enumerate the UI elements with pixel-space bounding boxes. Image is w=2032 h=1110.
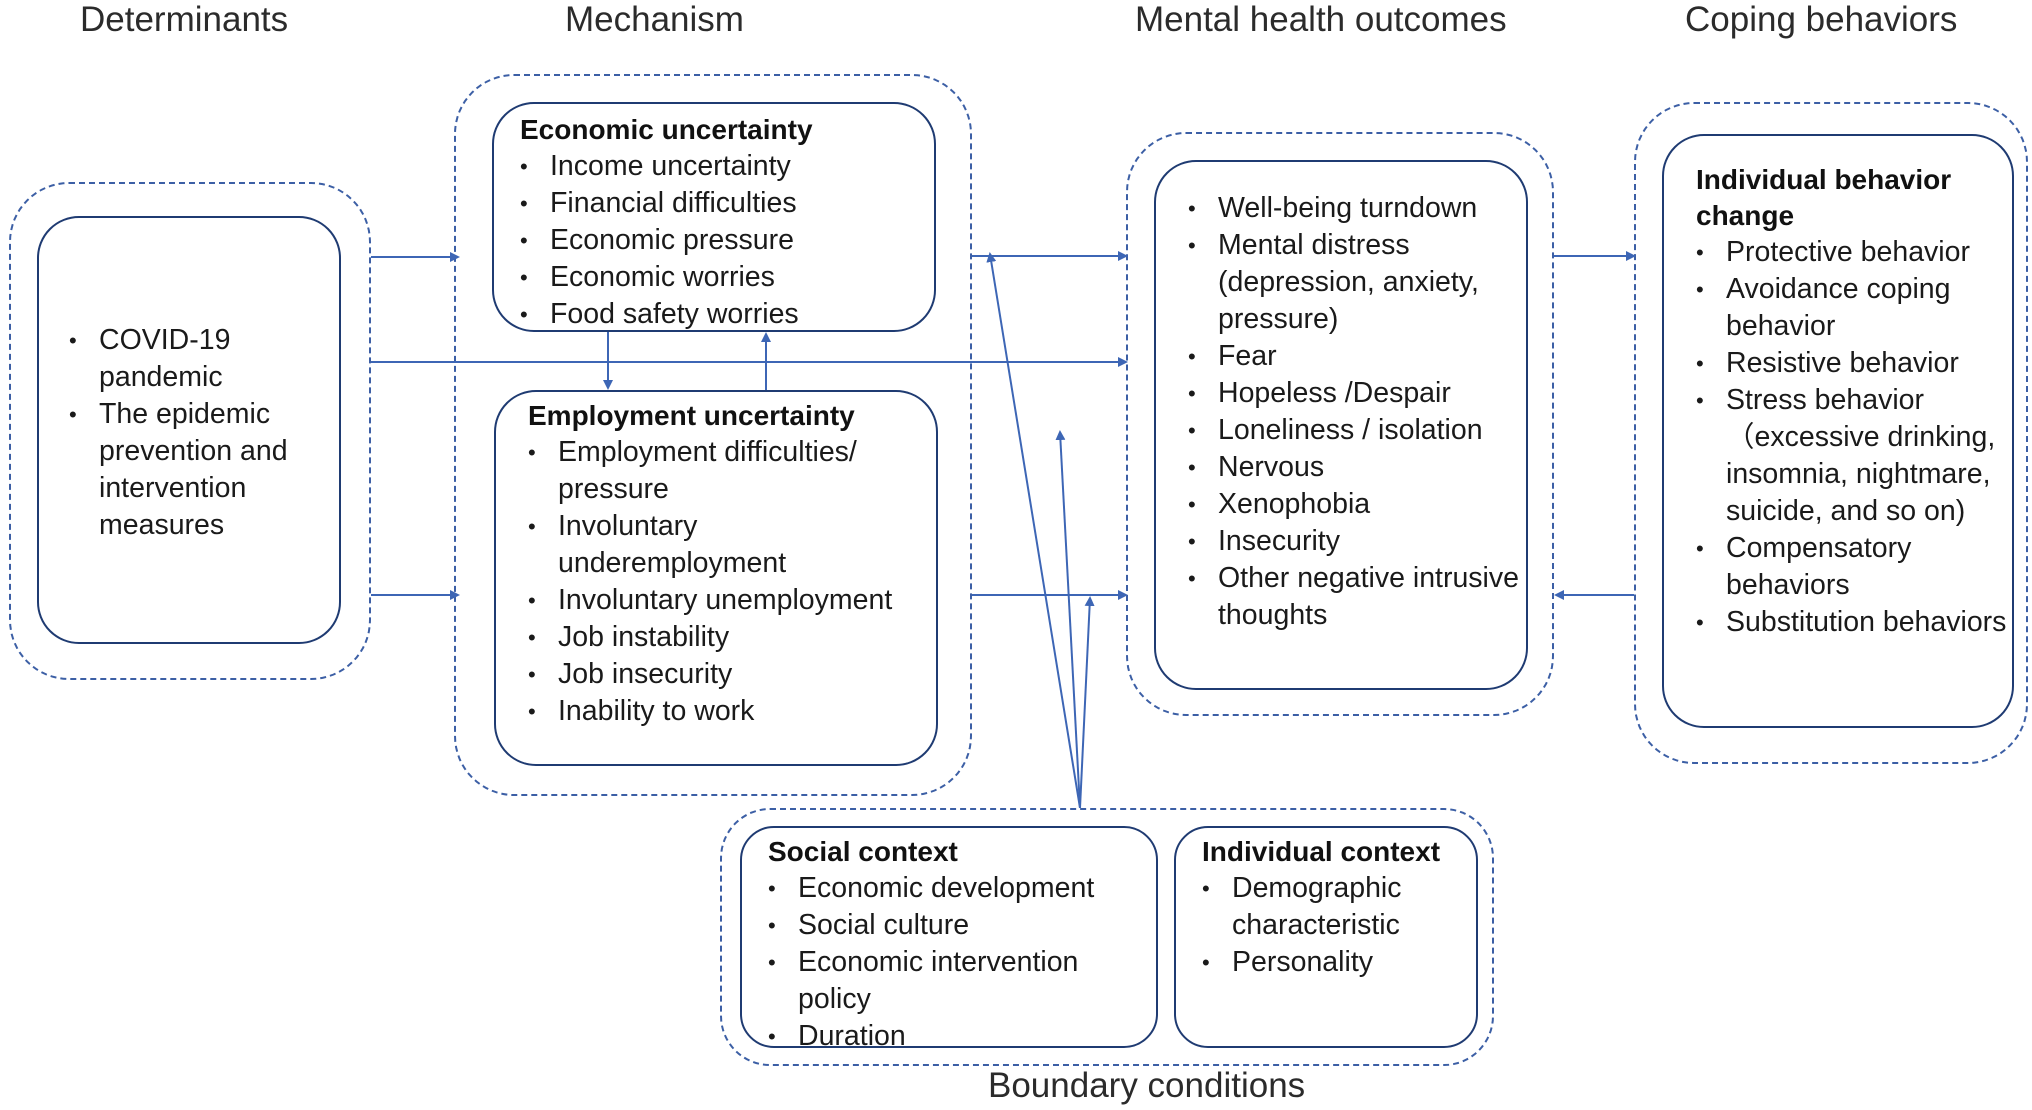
- list-item: Well-being turndown: [1188, 190, 1523, 227]
- list-item: Involuntary underemployment: [528, 508, 928, 582]
- outcomes-group-border: [1126, 132, 1554, 716]
- determinants-box: COVID-19 pandemic The epidemic preventio…: [37, 216, 341, 644]
- economic-uncertainty-title: Economic uncertainty: [520, 114, 813, 145]
- list-item: Avoidance coping behavior: [1696, 271, 2008, 345]
- list-item: Mental distress (depression, anxiety, pr…: [1188, 227, 1523, 338]
- list-item: Stress behavior （excessive drinking, ins…: [1696, 382, 2008, 530]
- list-item: The epidemic prevention and intervention…: [69, 396, 331, 544]
- economic-uncertainty-list: Income uncertainty Financial difficultie…: [520, 148, 930, 333]
- list-item: Income uncertainty: [520, 148, 930, 185]
- mental-health-outcomes-list: Well-being turndown Mental distress (dep…: [1188, 190, 1523, 634]
- list-item: Demographic characteristic: [1202, 870, 1472, 944]
- list-item: Personality: [1202, 944, 1472, 981]
- header-determinants: Determinants: [80, 0, 289, 39]
- list-item: Employment difficulties/ pressure: [528, 434, 928, 508]
- list-item: Economic intervention policy: [768, 944, 1148, 1018]
- list-item: Financial difficulties: [520, 185, 930, 222]
- employment-uncertainty-title: Employment uncertainty: [528, 400, 855, 431]
- list-item: Loneliness / isolation: [1188, 412, 1523, 449]
- individual-behavior-change-title: Individual behavior change: [1696, 164, 1952, 231]
- header-boundary-conditions: Boundary conditions: [988, 1066, 1306, 1105]
- individual-context-list: Demographic characteristic Personality: [1202, 870, 1472, 981]
- list-item: Xenophobia: [1188, 486, 1523, 523]
- determinants-list: COVID-19 pandemic The epidemic preventio…: [69, 322, 331, 544]
- list-item: Economic development: [768, 870, 1148, 907]
- list-item: Involuntary unemployment: [528, 582, 928, 619]
- list-item: Insecurity: [1188, 523, 1523, 560]
- list-item: Other negative intrusive thoughts: [1188, 560, 1523, 634]
- list-item: Social culture: [768, 907, 1148, 944]
- list-item: Job insecurity: [528, 656, 928, 693]
- list-item: COVID-19 pandemic: [69, 322, 331, 396]
- list-item: Hopeless /Despair: [1188, 375, 1523, 412]
- list-item: Fear: [1188, 338, 1523, 375]
- list-item: Economic pressure: [520, 222, 930, 259]
- arrow-boundary-to-economic-path: [986, 252, 1081, 809]
- list-item: Job instability: [528, 619, 928, 656]
- list-item: Substitution behaviors: [1696, 604, 2008, 641]
- coping-group-border: [1634, 102, 2028, 764]
- list-item: Protective behavior: [1696, 234, 2008, 271]
- list-item: Inability to work: [528, 693, 928, 730]
- determinants-group-border: [9, 182, 371, 680]
- arrow-boundary-to-employment-path: [1079, 596, 1095, 809]
- individual-context-title: Individual context: [1202, 836, 1441, 867]
- employment-uncertainty-box: Employment uncertainty Employment diffic…: [494, 390, 938, 766]
- individual-context-box: Individual context Demographic character…: [1174, 826, 1478, 1048]
- list-item: Nervous: [1188, 449, 1523, 486]
- list-item: Food safety worries: [520, 296, 930, 333]
- header-mental-health-outcomes: Mental health outcomes: [1135, 0, 1507, 39]
- social-context-list: Economic development Social culture Econ…: [768, 870, 1148, 1055]
- employment-uncertainty-list: Employment difficulties/ pressure Involu…: [528, 434, 928, 730]
- boundary-group-border: [720, 808, 1494, 1066]
- header-coping-behaviors: Coping behaviors: [1685, 0, 1958, 39]
- social-context-title: Social context: [768, 836, 958, 867]
- mental-health-outcomes-box: Well-being turndown Mental distress (dep…: [1154, 160, 1528, 690]
- header-mechanism: Mechanism: [565, 0, 744, 39]
- mechanism-group-border: [454, 74, 972, 796]
- individual-behavior-change-list: Protective behavior Avoidance coping beh…: [1696, 234, 2008, 641]
- arrow-boundary-to-mechanism-path: [1055, 430, 1081, 809]
- list-item: Resistive behavior: [1696, 345, 2008, 382]
- list-item: Compensatory behaviors: [1696, 530, 2008, 604]
- list-item: Duration: [768, 1018, 1148, 1055]
- individual-behavior-change-box: Individual behavior change Protective be…: [1662, 134, 2014, 728]
- social-context-box: Social context Economic development Soci…: [740, 826, 1158, 1055]
- list-item: Economic worries: [520, 259, 930, 296]
- economic-uncertainty-box: Economic uncertainty Income uncertainty …: [492, 102, 936, 333]
